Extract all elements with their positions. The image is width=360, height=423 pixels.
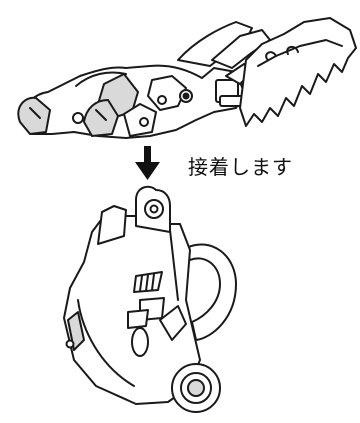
instruction-caption: 接着します [188, 155, 293, 179]
lower-robot-part [63, 185, 237, 413]
upper-robot-part [17, 17, 357, 139]
down-arrow-icon [135, 146, 160, 180]
